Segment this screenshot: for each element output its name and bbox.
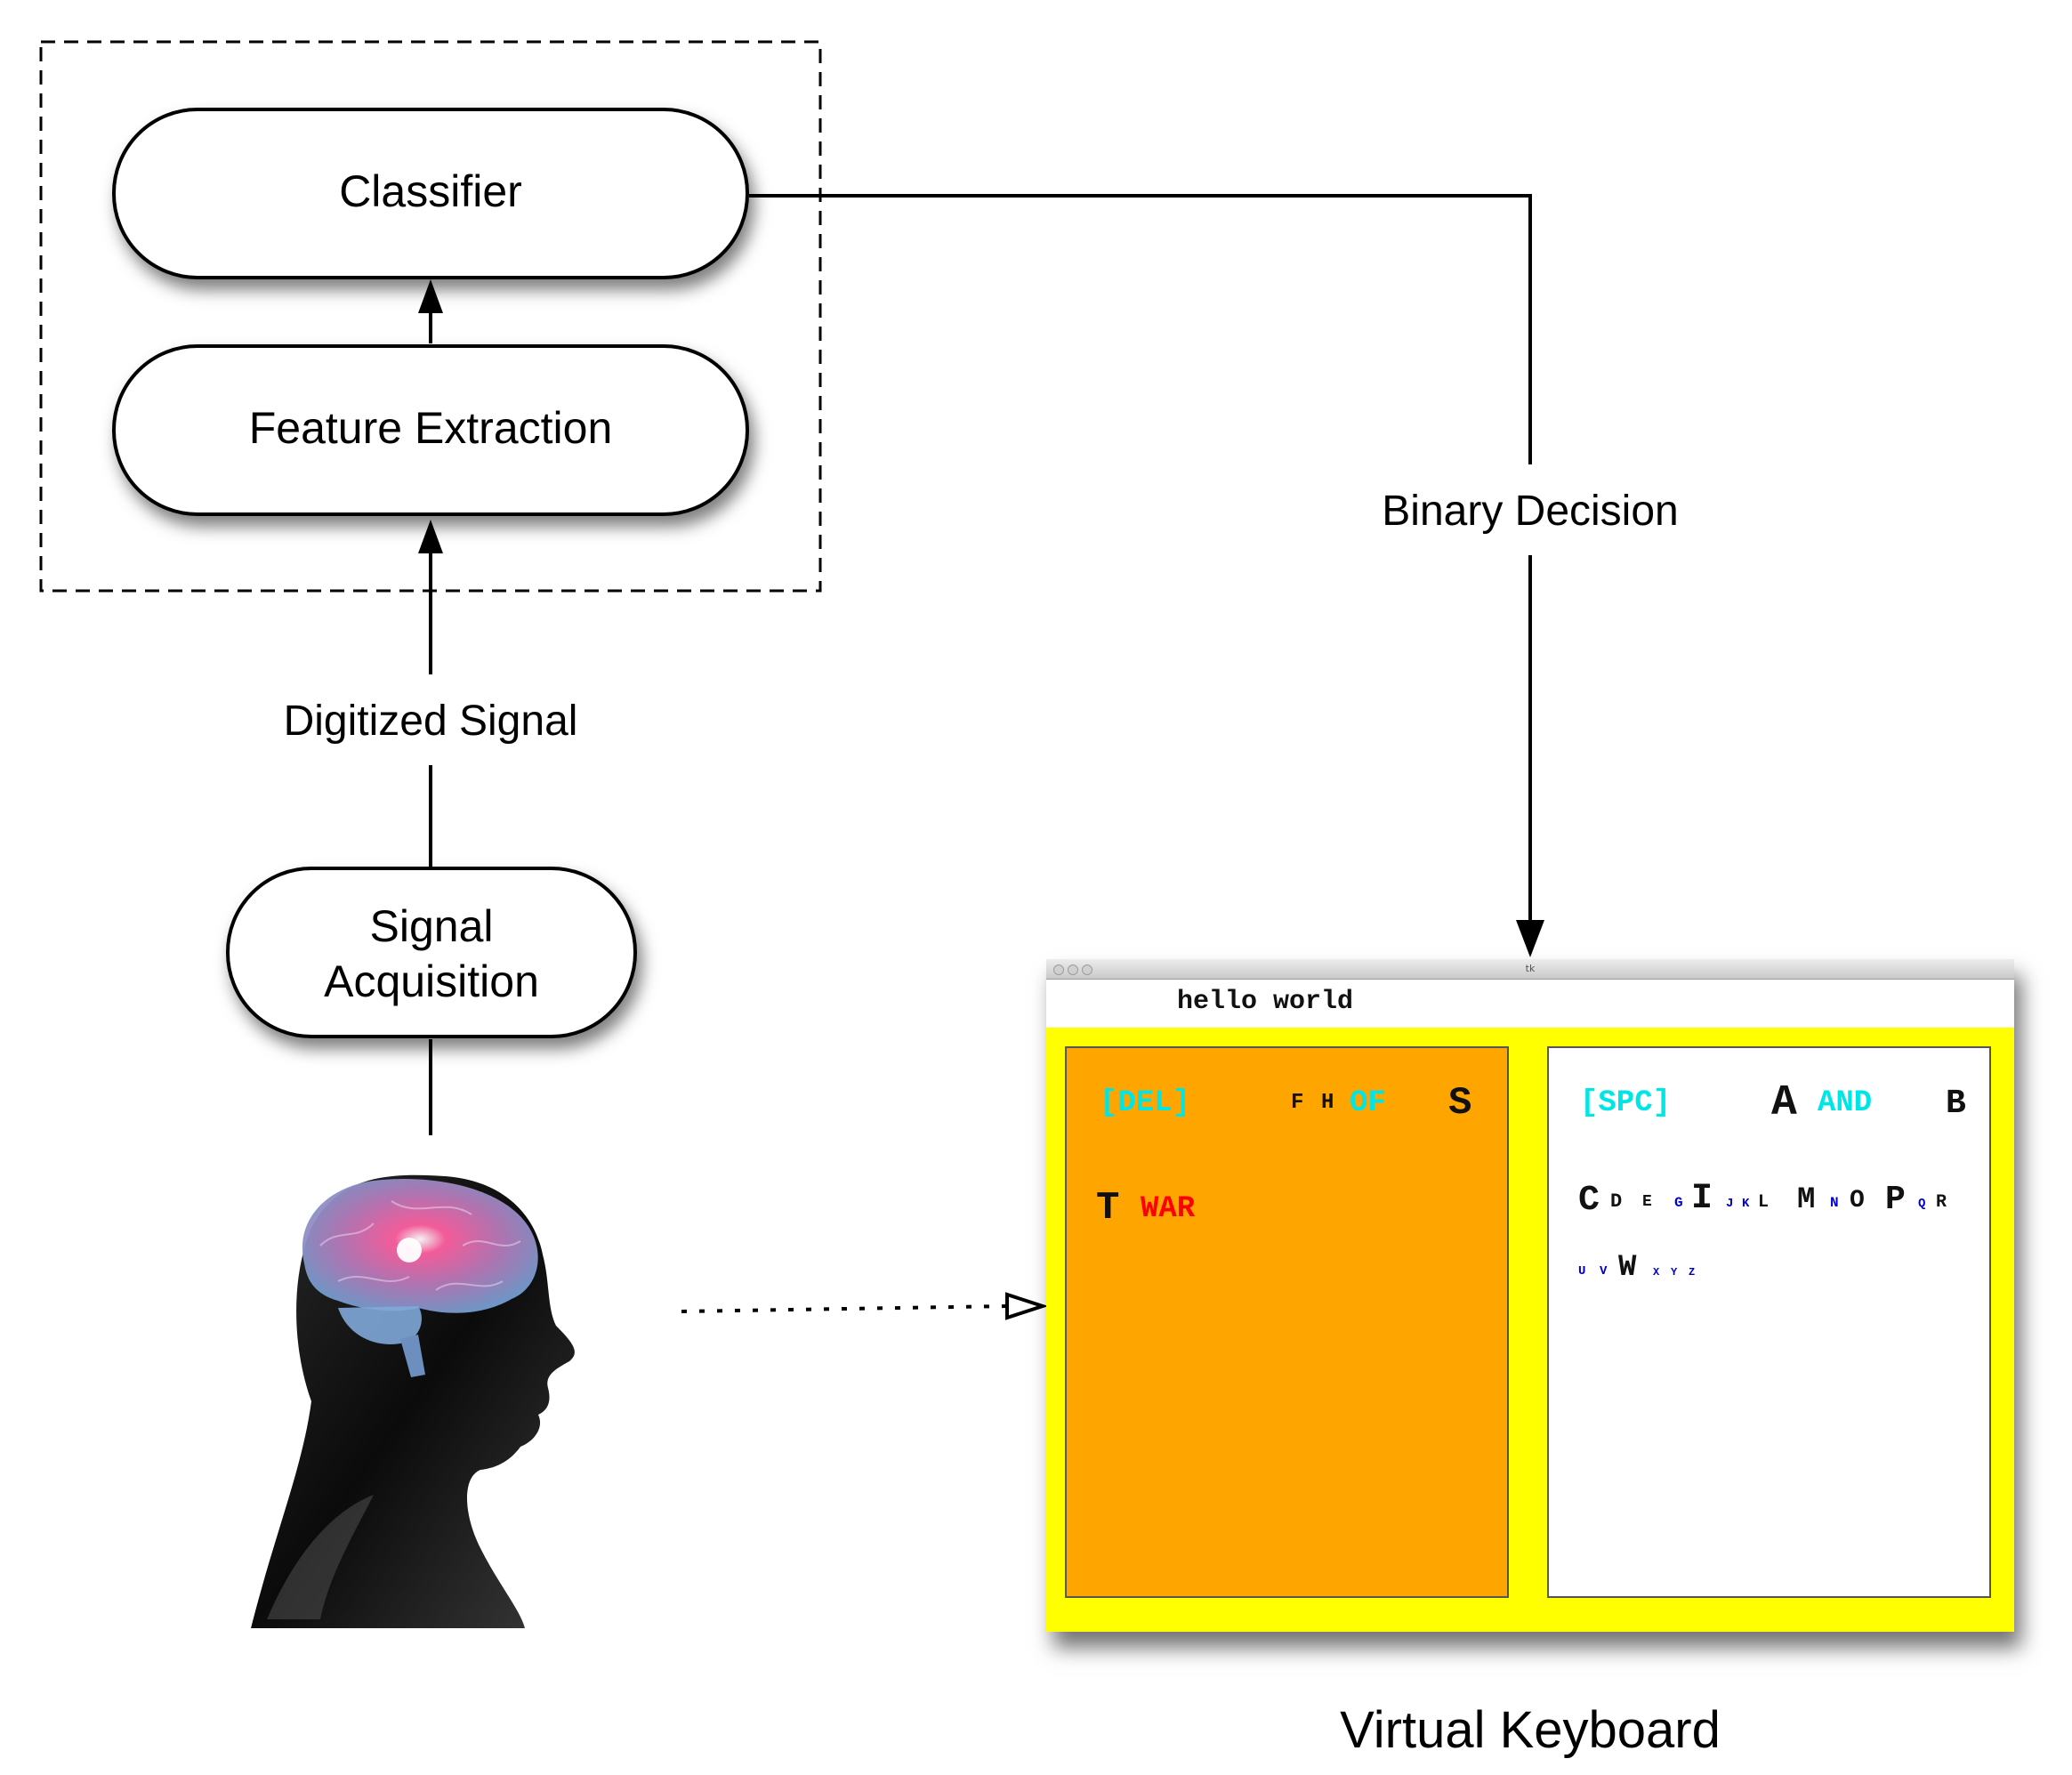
key-a[interactable]: A xyxy=(1771,1079,1797,1127)
close-window-icon[interactable] xyxy=(1053,964,1064,975)
key-z[interactable]: Z xyxy=(1689,1266,1696,1279)
key-g[interactable]: G xyxy=(1674,1195,1683,1211)
key-f[interactable]: F xyxy=(1291,1091,1304,1115)
key-word-and[interactable]: AND xyxy=(1818,1086,1873,1120)
typed-text-area: hello world xyxy=(1046,980,2014,1028)
key-q[interactable]: Q xyxy=(1918,1197,1926,1211)
key-del[interactable]: [DEL] xyxy=(1100,1086,1191,1120)
human-head-icon xyxy=(251,1174,575,1628)
minimize-window-icon[interactable] xyxy=(1068,964,1078,975)
key-o[interactable]: O xyxy=(1850,1187,1865,1214)
key-y[interactable]: Y xyxy=(1671,1266,1678,1279)
key-r[interactable]: R xyxy=(1936,1192,1947,1213)
classifier-label: Classifier xyxy=(339,166,522,216)
key-u[interactable]: U xyxy=(1578,1264,1586,1279)
key-i[interactable]: I xyxy=(1691,1179,1713,1219)
arrow-decision-to-keyboard xyxy=(1516,555,1544,957)
signal-acquisition-label-line2: Acquisition xyxy=(324,956,539,1006)
arrow-signal-to-feature xyxy=(418,520,443,674)
key-l[interactable]: L xyxy=(1758,1192,1770,1213)
window-titlebar: tk xyxy=(1046,959,2014,980)
key-b[interactable]: B xyxy=(1946,1085,1966,1123)
binary-decision-connector xyxy=(749,194,1532,464)
key-t[interactable]: T xyxy=(1096,1186,1120,1230)
signal-acquisition-label-line1: Signal xyxy=(370,901,494,951)
key-c[interactable]: C xyxy=(1578,1181,1600,1221)
key-s[interactable]: S xyxy=(1448,1081,1472,1126)
key-p[interactable]: P xyxy=(1885,1181,1906,1219)
key-k[interactable]: K xyxy=(1742,1197,1750,1211)
feature-extraction-node: Feature Extraction xyxy=(112,344,749,516)
classifier-node: Classifier xyxy=(112,108,749,279)
right-selection-panel[interactable]: [SPC] A AND B C D E G I J K L M N O P Q … xyxy=(1547,1046,1991,1598)
digitized-signal-label: Digitized Signal xyxy=(284,698,578,745)
signal-acquisition-node: Signal Acquisition xyxy=(226,867,637,1038)
window-title: tk xyxy=(1525,963,1536,974)
visual-feedback-arrow xyxy=(681,1292,1049,1320)
key-x[interactable]: X xyxy=(1653,1266,1660,1279)
key-n[interactable]: N xyxy=(1830,1195,1839,1211)
key-m[interactable]: M xyxy=(1797,1183,1816,1217)
key-spc[interactable]: [SPC] xyxy=(1580,1086,1672,1120)
typed-text: hello world xyxy=(1177,987,1354,1017)
key-d[interactable]: D xyxy=(1610,1190,1623,1213)
key-e[interactable]: E xyxy=(1642,1193,1652,1211)
key-word-war[interactable]: WAR xyxy=(1141,1192,1196,1226)
virtual-keyboard-window: tk hello world [DEL] F H OF S T WAR [SPC… xyxy=(1046,959,2014,1632)
virtual-keyboard-caption: Virtual Keyboard xyxy=(1340,1701,1721,1759)
left-selection-panel[interactable]: [DEL] F H OF S T WAR xyxy=(1065,1046,1509,1598)
feature-extraction-label: Feature Extraction xyxy=(249,403,613,453)
key-h[interactable]: H xyxy=(1321,1091,1334,1115)
key-w[interactable]: W xyxy=(1618,1251,1637,1285)
arrow-feature-to-classifier xyxy=(418,279,443,343)
keyboard-frame: [DEL] F H OF S T WAR [SPC] A AND B C D E… xyxy=(1046,1028,2014,1632)
key-word-of[interactable]: OF xyxy=(1350,1086,1386,1120)
binary-decision-label: Binary Decision xyxy=(1382,488,1678,535)
key-v[interactable]: V xyxy=(1600,1264,1608,1279)
brain-icon xyxy=(302,1178,538,1377)
key-j[interactable]: J xyxy=(1726,1197,1734,1211)
zoom-window-icon[interactable] xyxy=(1082,964,1092,975)
